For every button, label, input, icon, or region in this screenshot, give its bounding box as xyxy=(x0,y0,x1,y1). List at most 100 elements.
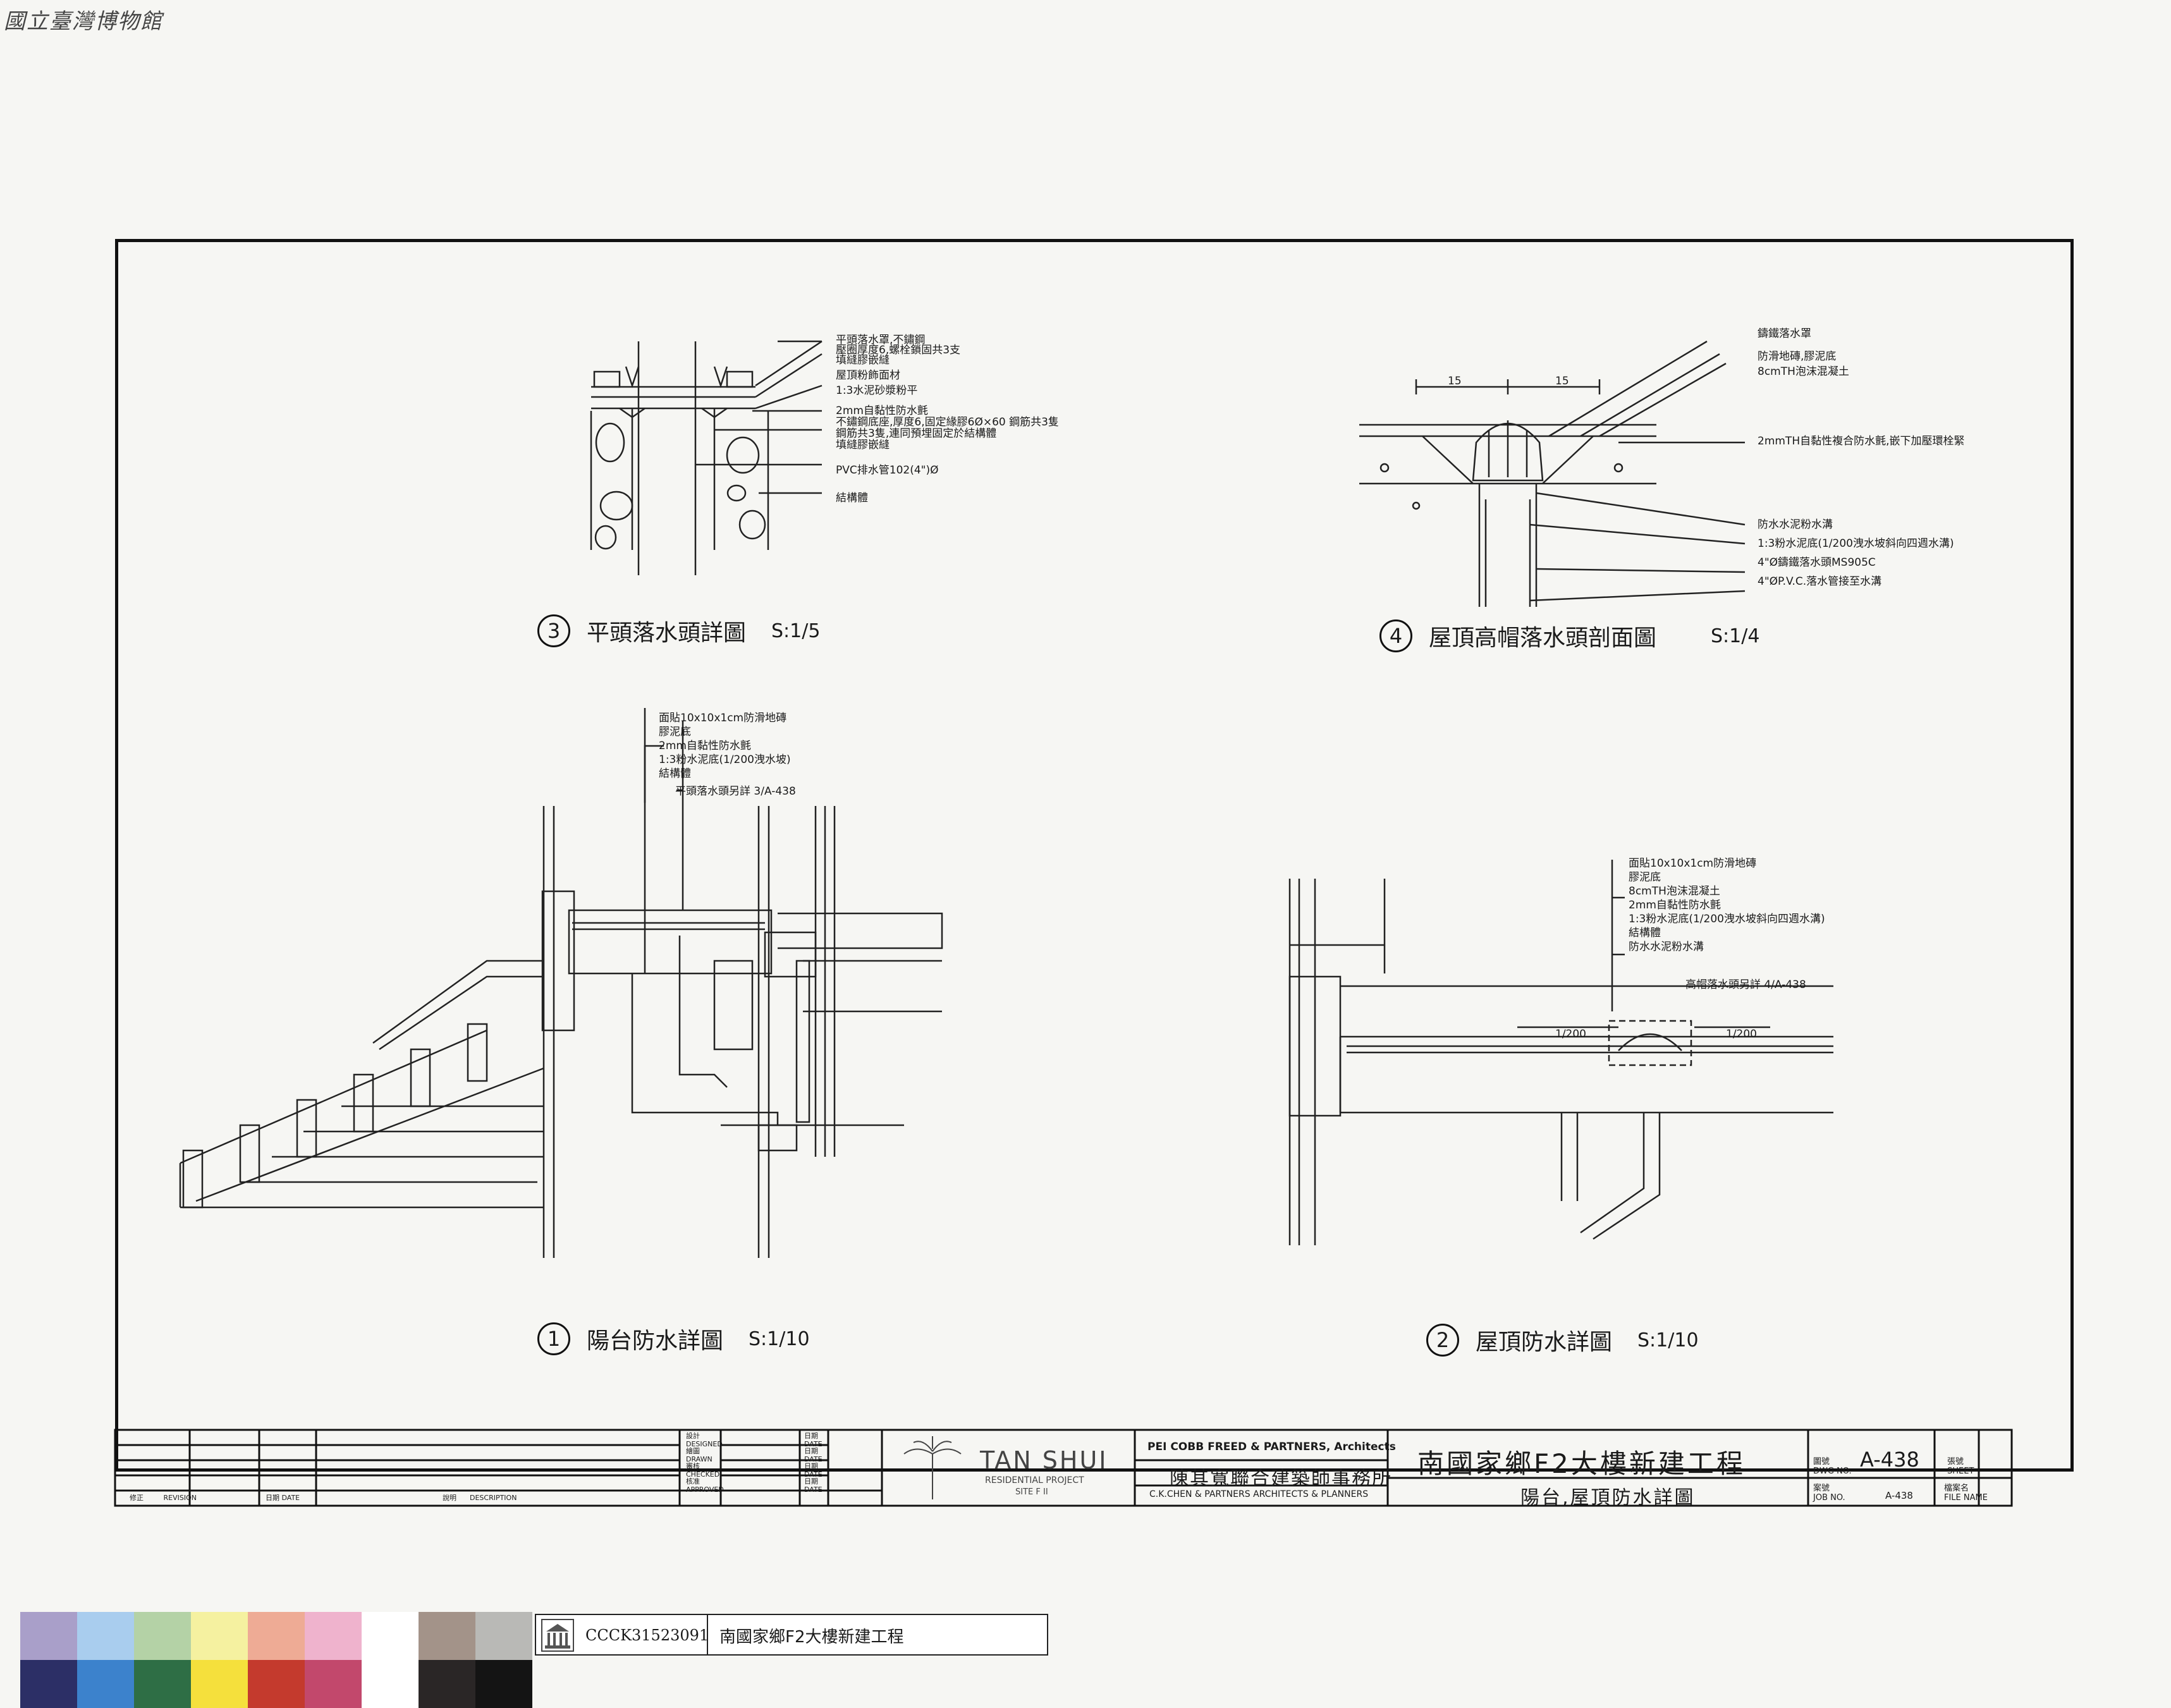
note-text: 2mm自黏性防水氈 xyxy=(836,405,928,417)
firm-name-en: PEI COBB FREED & PARTNERS, Architects xyxy=(1147,1441,1396,1453)
color-swatch xyxy=(77,1612,134,1660)
museum-watermark: 國立臺灣博物館 xyxy=(4,9,163,34)
detail-number: 3 xyxy=(537,614,570,647)
dimension-text: 15 xyxy=(1555,375,1569,387)
detail-caption-1: 1 陽台防水詳圖 S:1/10 xyxy=(537,1322,810,1355)
note-text: PVC排水管102(4")Ø xyxy=(836,464,939,477)
color-swatch xyxy=(419,1612,475,1660)
note-text: 結構體 xyxy=(1629,927,1661,939)
detail-2-drawing xyxy=(1288,860,1833,1245)
detail-4-notes: 鑄鐵落水罩 防滑地磚,膠泥底 8cmTH泡沫混凝土 2mmTH自黏性複合防水氈,… xyxy=(1758,329,1965,587)
note-text: 結構體 xyxy=(836,492,868,504)
detail-4-drawing xyxy=(1359,340,1746,607)
color-swatch xyxy=(362,1660,419,1708)
detail-scale: S:1/5 xyxy=(771,619,821,642)
note-text: 防滑地磚,膠泥底 xyxy=(1758,350,1837,363)
detail-scale: S:1/10 xyxy=(749,1327,810,1350)
color-swatch xyxy=(20,1660,77,1708)
archive-code: CCCK31523091 xyxy=(585,1626,709,1644)
note-text: 不鏽鋼底座,厚度6,固定緣膠6Ø×60 鋼筋共3隻 xyxy=(836,416,1059,429)
museum-building-icon xyxy=(541,1619,574,1652)
note-text: 1:3粉水泥底(1/200洩水坡斜向四週水溝) xyxy=(1629,913,1825,925)
note-text: 膠泥底 xyxy=(659,726,691,738)
archive-title: 南國家鄉F2大樓新建工程 xyxy=(719,1628,904,1647)
detail-caption-2: 2 屋頂防水詳圖 S:1/10 xyxy=(1426,1324,1699,1357)
note-text: 鋼筋共3隻,連同預埋固定於結構體 xyxy=(836,427,997,440)
archive-label: CCCK31523091 南國家鄉F2大樓新建工程 xyxy=(535,1614,1048,1656)
detail-3-drawing xyxy=(590,340,823,575)
color-swatch xyxy=(191,1612,248,1660)
detail-number: 4 xyxy=(1379,619,1412,652)
detail-title: 屋頂高帽落水頭剖面圖 xyxy=(1429,625,1657,651)
note-text: 1:3粉水泥底(1/200洩水坡) xyxy=(659,753,791,766)
dimension-text: 15 xyxy=(1448,375,1462,387)
slope-text: 1/200 xyxy=(1555,1028,1586,1040)
note-text: 屋頂粉飾面材 xyxy=(836,369,900,382)
note-text: 鑄鐵落水罩 xyxy=(1758,327,1811,340)
color-swatch xyxy=(419,1660,475,1708)
note-text: 2mmTH自黏性複合防水氈,嵌下加壓環栓緊 xyxy=(1758,435,1965,448)
note-text: 8cmTH泡沫混凝土 xyxy=(1758,365,1849,378)
note-text: 1:3水泥砂漿粉平 xyxy=(836,384,918,397)
description-label: 說明 DESCRIPTION xyxy=(443,1494,517,1502)
color-swatch xyxy=(134,1660,191,1708)
color-swatch xyxy=(77,1660,134,1708)
detail-title: 屋頂防水詳圖 xyxy=(1476,1329,1613,1355)
color-swatch xyxy=(475,1660,532,1708)
note-text: 膠泥底 xyxy=(1629,871,1661,884)
detail-title: 陽台防水詳圖 xyxy=(587,1328,724,1354)
project-title: 南國家鄉F2大樓新建工程 xyxy=(1417,1448,1746,1479)
logo-subtitle: RESIDENTIAL PROJECT xyxy=(985,1475,1084,1485)
color-swatch xyxy=(20,1612,77,1660)
detail-1-drawing xyxy=(179,708,943,1258)
archive-divider xyxy=(707,1615,708,1654)
detail-title: 平頭落水頭詳圖 xyxy=(587,620,747,646)
color-swatch xyxy=(475,1612,532,1660)
note-text: 4"Ø鑄鐵落水頭MS905C xyxy=(1758,556,1876,569)
note-text: 1:3粉水泥底(1/200洩水坡斜向四週水溝) xyxy=(1758,537,1954,550)
logo-site: SITE F II xyxy=(1015,1487,1048,1497)
note-text: 面貼10x10x1cm防滑地磚 xyxy=(1629,857,1757,870)
note-text: 填縫膠嵌縫 xyxy=(836,439,890,451)
note-text: 8cmTH泡沫混凝土 xyxy=(1629,885,1720,898)
tan-shui-logo-text: TAN SHUI xyxy=(980,1446,1108,1474)
detail-scale: S:1/4 xyxy=(1711,625,1760,647)
date-label: 日期 DATE xyxy=(266,1494,300,1502)
note-text: 高帽落水頭另詳 4/A-438 xyxy=(1685,979,1806,991)
note-text: 填縫膠嵌縫 xyxy=(836,354,890,367)
firm-name-cn: 陳其寬聯合建築師事務所 xyxy=(1170,1468,1392,1490)
color-swatch xyxy=(191,1660,248,1708)
note-text: 壓圈厚度6,螺栓鎖固共3支 xyxy=(836,344,961,357)
color-swatch xyxy=(134,1612,191,1660)
note-text: 平頭落水罩,不鏽鋼 xyxy=(836,334,926,346)
drawing-sheet-border xyxy=(115,239,2074,1472)
slope-text: 1/200 xyxy=(1726,1028,1757,1040)
note-text: 2mm自黏性防水氈 xyxy=(1629,899,1721,912)
detail-caption-3: 3 平頭落水頭詳圖 S:1/5 xyxy=(537,614,820,647)
color-swatch xyxy=(305,1612,362,1660)
color-swatch xyxy=(362,1612,419,1660)
detail-number: 2 xyxy=(1426,1324,1459,1357)
note-text: 防水水泥粉水溝 xyxy=(1629,941,1704,953)
note-text: 防水水泥粉水溝 xyxy=(1758,518,1833,531)
revision-label: 修正 REVISION xyxy=(130,1494,197,1502)
tan-shui-logo-icon xyxy=(903,1436,962,1499)
detail-2-notes: 面貼10x10x1cm防滑地磚 膠泥底 8cmTH泡沫混凝土 2mm自黏性防水氈… xyxy=(1629,858,1825,991)
color-swatch xyxy=(248,1660,305,1708)
color-calibration-strip xyxy=(20,1612,532,1708)
sheet-title: 陽台,屋頂防水詳圖 xyxy=(1520,1487,1696,1509)
color-swatch xyxy=(305,1660,362,1708)
